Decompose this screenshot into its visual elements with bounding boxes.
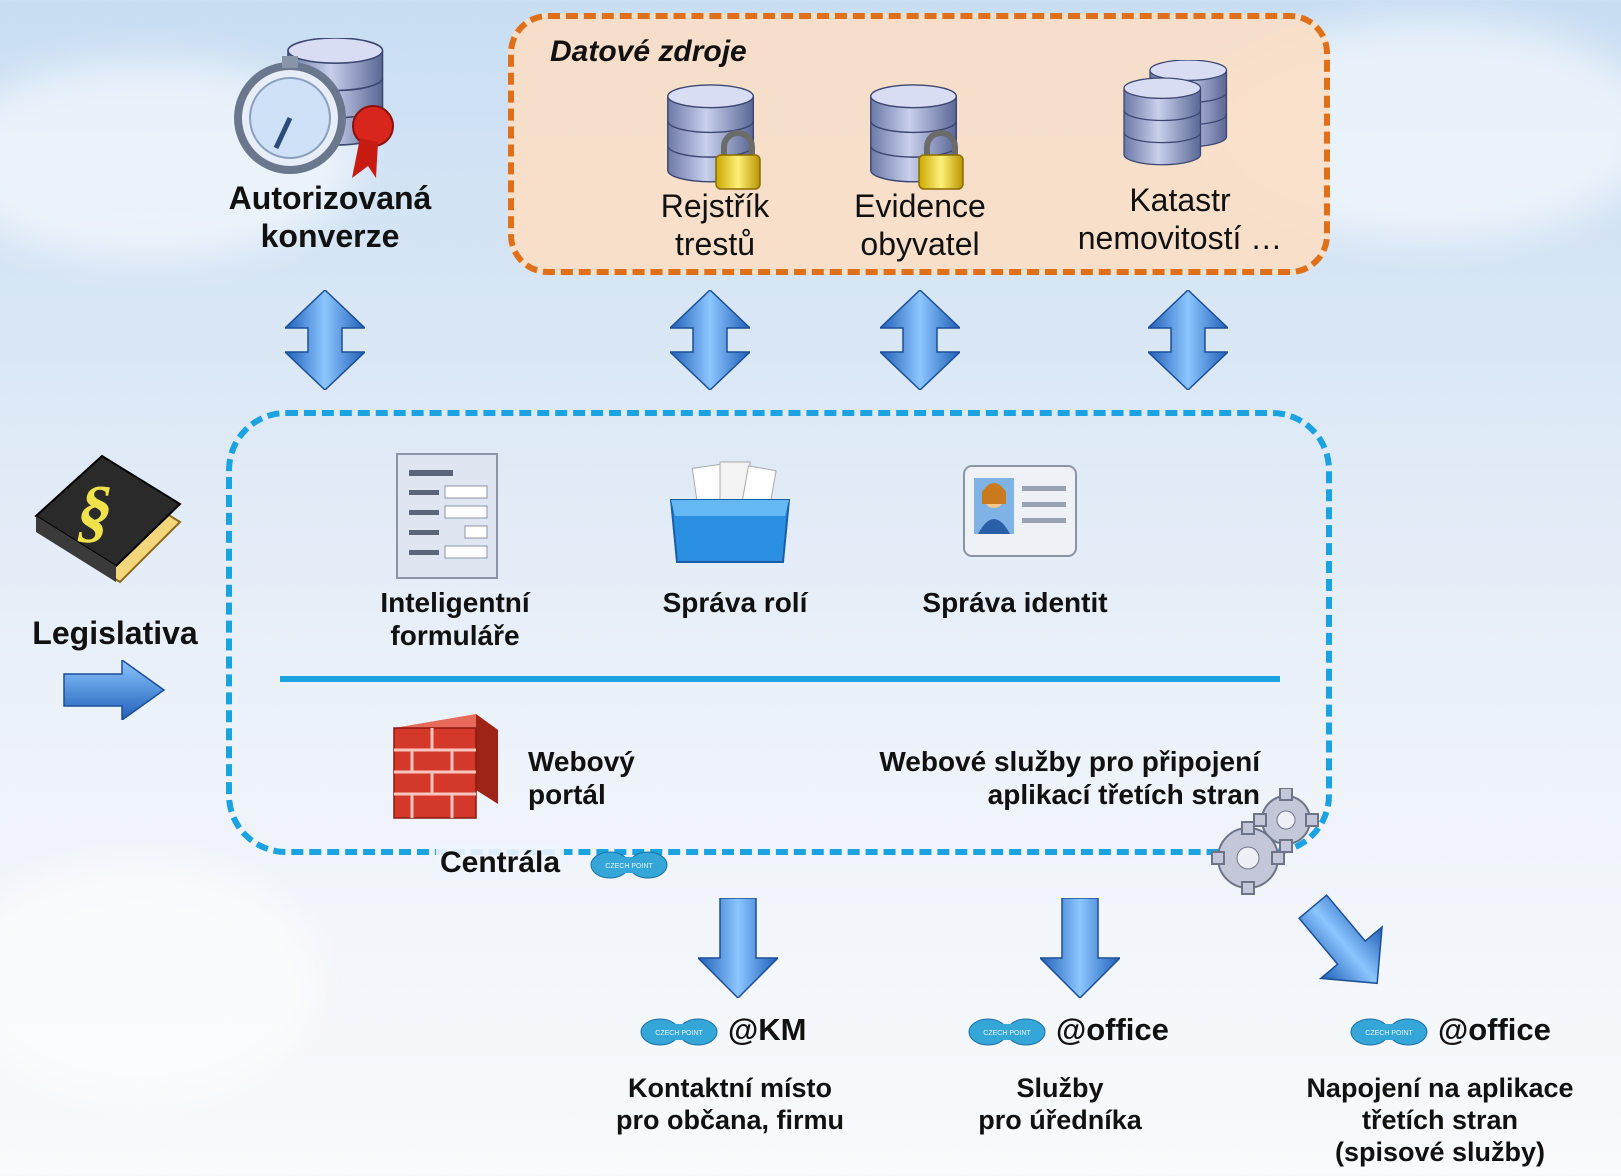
form-icon [396,453,498,579]
data-sources-title: Datové zdroje [550,35,747,68]
bidirectional-arrow-icon [1148,290,1228,390]
database-stack-icon [1123,60,1228,166]
down-arrow-icon [1040,898,1120,998]
firewall-icon [393,714,498,819]
id-card-icon [963,465,1077,557]
module-label-roles: Správa rolí [662,587,808,618]
bidirectional-arrow-icon [670,290,750,390]
czechpoint-logo-icon [1350,1018,1428,1046]
gears-icon [1211,788,1319,895]
bidirectional-arrow-icon [285,290,365,390]
czechpoint-logo-icon [968,1018,1046,1046]
folder-box-icon [669,461,791,563]
output-badge-office-third: @office [1438,1012,1551,1047]
module-label-identities: Správa identit [922,587,1108,618]
czechpoint-logo-icon [640,1018,718,1046]
law-book-icon: § [34,454,182,584]
background-cloud [0,860,320,1100]
stopwatch-database-icon [234,38,394,178]
central-divider [280,676,1280,682]
right-arrow-icon [63,660,166,720]
czechpoint-logo-icon [590,851,668,879]
central-label: Centrála [436,845,565,881]
database-lock-icon [667,84,774,193]
diagonal-arrow-icon [1290,890,1400,1000]
output-badge-office: @office [1056,1012,1169,1047]
bidirectional-arrow-icon [880,290,960,390]
output-badge-km: @KM [728,1012,807,1047]
down-arrow-icon [698,898,778,998]
legislation-label: Legislativa [32,615,198,651]
database-lock-icon [870,84,977,193]
central-box [226,410,1332,855]
